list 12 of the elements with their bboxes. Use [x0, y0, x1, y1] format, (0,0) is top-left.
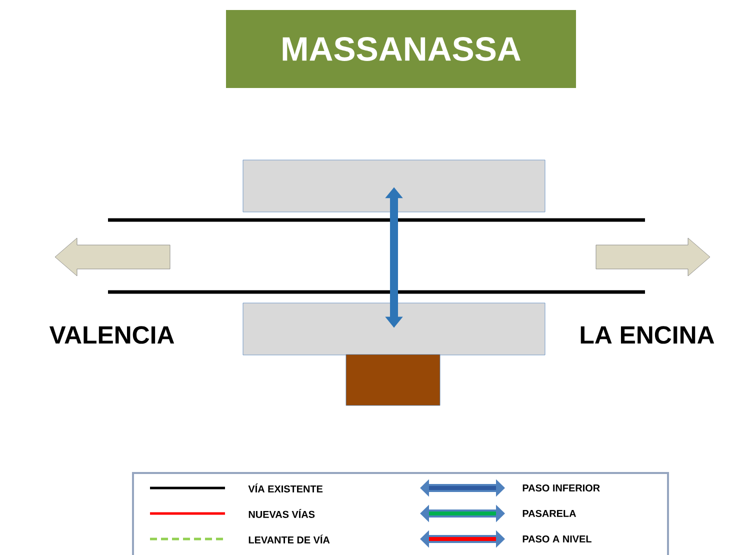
- city-label: VALENCIA: [49, 326, 174, 344]
- title-banner: MASSANASSA: [226, 10, 576, 88]
- city-label: LA ENCINA: [580, 326, 714, 344]
- legend-text: PASO A NIVEL: [522, 535, 592, 542]
- legend-text: VÍA EXISTENTE: [248, 484, 323, 492]
- legend-text: NUEVAS VÍAS: [248, 509, 315, 518]
- legend-text: PASO INFERIOR: [522, 484, 600, 492]
- legend-text: LEVANTE DE VÍA: [248, 534, 330, 544]
- station-building: [346, 354, 440, 406]
- platform: [242, 302, 546, 356]
- platform: [242, 160, 546, 212]
- legend-text: PASARELA: [522, 510, 576, 517]
